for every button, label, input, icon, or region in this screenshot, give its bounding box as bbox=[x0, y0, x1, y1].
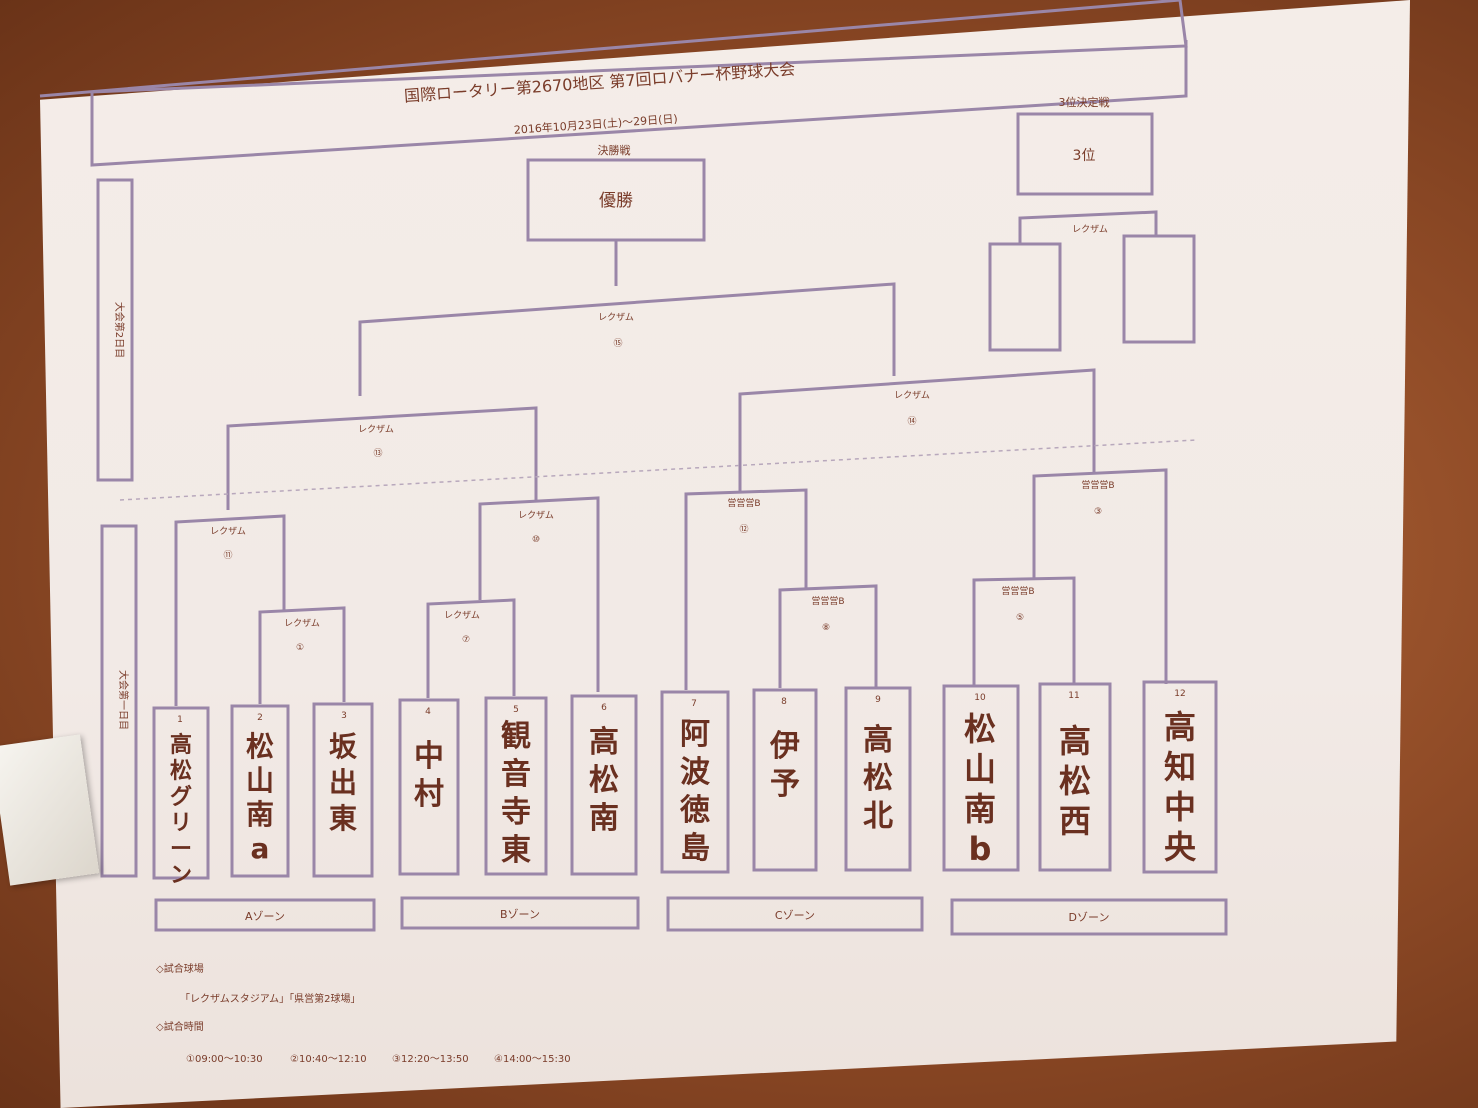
r1-b-bracket bbox=[426, 598, 516, 698]
zone-c-frame bbox=[666, 896, 924, 932]
team-number: 7 bbox=[691, 699, 697, 709]
third-box-frame bbox=[1016, 112, 1154, 196]
team-name: 高松北 bbox=[863, 723, 893, 834]
time-heading: ◇試合時間 bbox=[156, 1020, 204, 1033]
match-venue: レクザム bbox=[210, 526, 246, 537]
team-number: 5 bbox=[513, 705, 519, 715]
zone-d-label: Dゾーン bbox=[1069, 911, 1110, 924]
side-box-upper bbox=[96, 178, 134, 482]
side-box-lower bbox=[100, 524, 138, 878]
r1-c-bracket bbox=[778, 584, 878, 688]
match-number: ① bbox=[296, 643, 304, 653]
side-label-upper: 大会第2日目 bbox=[113, 302, 126, 358]
qf-c-bracket bbox=[684, 488, 808, 690]
match-venue: レクザム bbox=[518, 510, 554, 521]
match-number: ⑭ bbox=[907, 416, 916, 427]
match-number: ⑤ bbox=[1016, 613, 1024, 623]
time-slot: ④14:00～15:30 bbox=[494, 1054, 571, 1065]
team-name: 中村 bbox=[414, 739, 444, 812]
day-divider bbox=[119, 439, 1197, 501]
zone-b-label: Bゾーン bbox=[500, 908, 540, 921]
final-caption: 決勝戦 bbox=[598, 143, 631, 157]
match-number: ⑧ bbox=[822, 623, 830, 633]
team-name: 観音寺東 bbox=[501, 719, 531, 868]
team-number: 2 bbox=[257, 713, 263, 723]
top-frame-edge bbox=[39, 0, 1188, 98]
zone-d-frame bbox=[950, 898, 1228, 936]
third-venue: レクザム bbox=[1072, 224, 1108, 235]
match-number: ⑩ bbox=[532, 535, 540, 545]
team-name: 高松西 bbox=[1059, 722, 1091, 840]
match-number: ⑮ bbox=[613, 338, 622, 349]
match-venue: レクザム bbox=[598, 312, 634, 323]
qf-a-bracket bbox=[174, 514, 286, 706]
final-bracket bbox=[358, 282, 896, 396]
qf-d-bracket bbox=[1032, 468, 1168, 684]
match-venue: 営営営B bbox=[1001, 585, 1034, 597]
zone-c-label: Cゾーン bbox=[775, 909, 815, 922]
match-number: ⑫ bbox=[739, 524, 748, 535]
time-slot: ②10:40～12:10 bbox=[290, 1054, 367, 1065]
team-number: 11 bbox=[1068, 691, 1079, 701]
team-number: 9 bbox=[875, 695, 881, 705]
zone-a-frame bbox=[154, 898, 376, 932]
team-number: 8 bbox=[781, 697, 787, 707]
match-venue: 営営営B bbox=[811, 595, 844, 607]
r1-d-bracket bbox=[972, 576, 1076, 686]
semi-left-bracket bbox=[226, 406, 538, 510]
side-label-lower: 大会第一日目 bbox=[117, 670, 130, 730]
team-number: 10 bbox=[974, 693, 986, 703]
team-number: 3 bbox=[341, 711, 347, 721]
zone-a-label: Aゾーン bbox=[245, 910, 285, 923]
time-slot: ①09:00～10:30 bbox=[186, 1054, 263, 1065]
third-slot-right bbox=[1122, 234, 1196, 344]
match-number: ⑪ bbox=[223, 550, 232, 561]
final-box-label: 優勝 bbox=[599, 191, 633, 211]
team-name: 高松南 bbox=[589, 725, 619, 836]
semi-right-bracket bbox=[738, 368, 1096, 492]
team-name: 坂出東 bbox=[329, 730, 357, 835]
time-slot: ③12:20～13:50 bbox=[392, 1054, 469, 1065]
venue-heading: ◇試合球場 bbox=[156, 962, 204, 975]
team-number: 4 bbox=[425, 707, 431, 717]
third-slot-left bbox=[988, 242, 1062, 352]
match-number: ⑦ bbox=[462, 635, 470, 645]
projection-screen bbox=[40, 0, 1410, 1108]
r1-a-bracket bbox=[258, 606, 346, 704]
title-box bbox=[90, 40, 1188, 167]
third-box-label: 3位 bbox=[1073, 148, 1096, 164]
match-venue: レクザム bbox=[284, 618, 320, 629]
team-number: 12 bbox=[1174, 689, 1185, 699]
team-name: 伊予 bbox=[769, 729, 800, 802]
team-name: 阿波徳島 bbox=[679, 717, 711, 866]
team-name: 高松グリーン bbox=[170, 732, 192, 888]
team-number: 6 bbox=[601, 703, 607, 713]
venue-value: 「レクザムスタジアム」「県営第2球場」 bbox=[180, 992, 360, 1005]
team-name: 高知中央 bbox=[1164, 708, 1197, 866]
team-number: 1 bbox=[177, 715, 183, 725]
match-venue: 営営営B bbox=[727, 497, 760, 509]
match-venue: レクザム bbox=[358, 424, 394, 435]
match-venue: 営営営B bbox=[1081, 479, 1114, 491]
title-text: 国際ロータリー第2670地区 第7回ロバナー杯野球大会 bbox=[403, 59, 795, 105]
qf-b-bracket bbox=[478, 496, 600, 692]
third-place-bracket bbox=[1018, 210, 1158, 244]
match-venue: レクザム bbox=[444, 610, 480, 621]
match-number: ③ bbox=[1094, 507, 1102, 517]
match-venue: レクザム bbox=[894, 390, 930, 401]
zone-b-frame bbox=[400, 896, 640, 930]
match-number: ⑬ bbox=[373, 448, 382, 459]
third-caption: 3位決定戦 bbox=[1059, 95, 1110, 109]
